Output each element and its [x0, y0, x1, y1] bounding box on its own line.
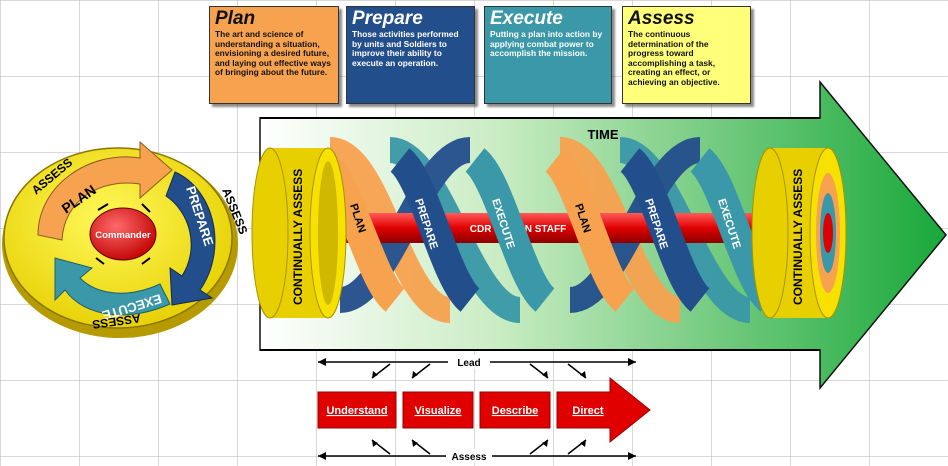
- plan-description: The art and science of understanding a s…: [215, 29, 331, 78]
- lead-label: Lead: [457, 358, 480, 369]
- prepare-definition-box: Prepare Those activities performed by un…: [346, 6, 475, 104]
- assess-title: Assess: [628, 8, 695, 29]
- left-continually-assess-label: CONTINUALLY ASSESS: [291, 169, 305, 305]
- step-visualize: Visualize: [415, 405, 462, 417]
- step-understand: Understand: [326, 405, 387, 417]
- prepare-description: Those activities performed by units and …: [352, 29, 459, 68]
- operations-cycle-disc: [2, 140, 238, 338]
- right-continually-assess-label: CONTINUALLY ASSESS: [791, 169, 805, 305]
- commander-label: Commander: [95, 230, 151, 241]
- plan-definition-box: Plan The art and science of understandin…: [209, 6, 339, 104]
- cycle-assess-label-bottom: ASSESS: [91, 311, 141, 332]
- assess-feedback-label: Assess: [451, 452, 486, 463]
- time-label: TIME: [587, 127, 618, 142]
- leadership-steps: [317, 376, 651, 444]
- execute-title: Execute: [490, 8, 563, 29]
- prepare-title: Prepare: [352, 8, 423, 29]
- assess-definition-box: Assess The continuous determination of t…: [622, 6, 751, 104]
- assess-description: The continuous determination of the prog…: [628, 29, 720, 87]
- execute-description: Putting a plan into action by applying c…: [490, 29, 603, 59]
- left-assess-cylinder: [251, 147, 347, 319]
- step-direct: Direct: [572, 405, 604, 417]
- execute-definition-box: Execute Putting a plan into action by ap…: [484, 6, 612, 104]
- right-assess-cylinder: [751, 147, 847, 319]
- step-describe: Describe: [492, 405, 538, 417]
- plan-title: Plan: [215, 8, 256, 29]
